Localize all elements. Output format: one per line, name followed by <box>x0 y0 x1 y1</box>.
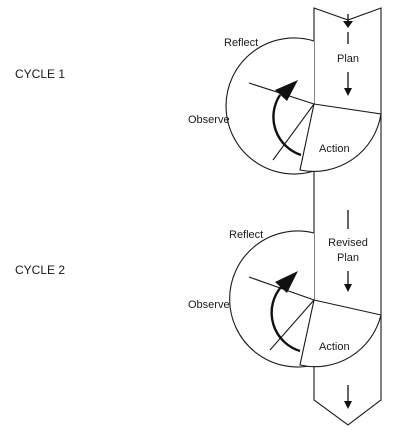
cycle-1-wheel <box>225 37 382 175</box>
cycle-1-reflect-label: Reflect <box>224 37 258 49</box>
cycle-1-divider-observe-action <box>272 103 315 161</box>
cycle-1-label: CYCLE 1 <box>15 67 65 81</box>
cycle-2-cycle-arrowhead <box>275 271 298 293</box>
cycle-2-action-wedge <box>299 299 382 368</box>
cycle-2-wheel <box>229 230 382 368</box>
cycle-1-plan-label: Plan <box>337 53 359 65</box>
cycle-2-cycle-arrow <box>270 286 301 353</box>
cycle-2-action-label: Action <box>319 341 350 353</box>
arrow-top-head <box>343 21 353 28</box>
cycle-1-action-wedge <box>299 103 382 172</box>
cycle-1-cycle-arrow <box>272 94 302 157</box>
cycle-2-divider-observe-action <box>269 299 315 351</box>
cycle-2-plan-label-line-1: Revised <box>328 237 368 249</box>
cycle-1-observe-label: Observe <box>188 114 230 126</box>
cycle-2-reflect-label: Reflect <box>229 229 263 241</box>
cycle-1-cycle-arrowhead <box>275 80 298 101</box>
cycle-2-circle <box>229 230 315 368</box>
cycle-2-label: CYCLE 2 <box>15 263 65 277</box>
arrow-cycle-1-plan-lower-head <box>344 88 352 96</box>
arrow-bottom-head <box>344 401 352 409</box>
arrow-cycle-2-plan-lower-head <box>344 284 352 292</box>
cycle-1-circle <box>225 37 315 175</box>
plan-column-arrows <box>343 14 353 409</box>
cycle-2-observe-label: Observe <box>188 299 230 311</box>
cycle-2-divider-reflect-observe <box>248 276 315 301</box>
cycle-2-plan-label-line-2: Plan <box>337 252 359 264</box>
cycle-1-action-label: Action <box>319 143 350 155</box>
